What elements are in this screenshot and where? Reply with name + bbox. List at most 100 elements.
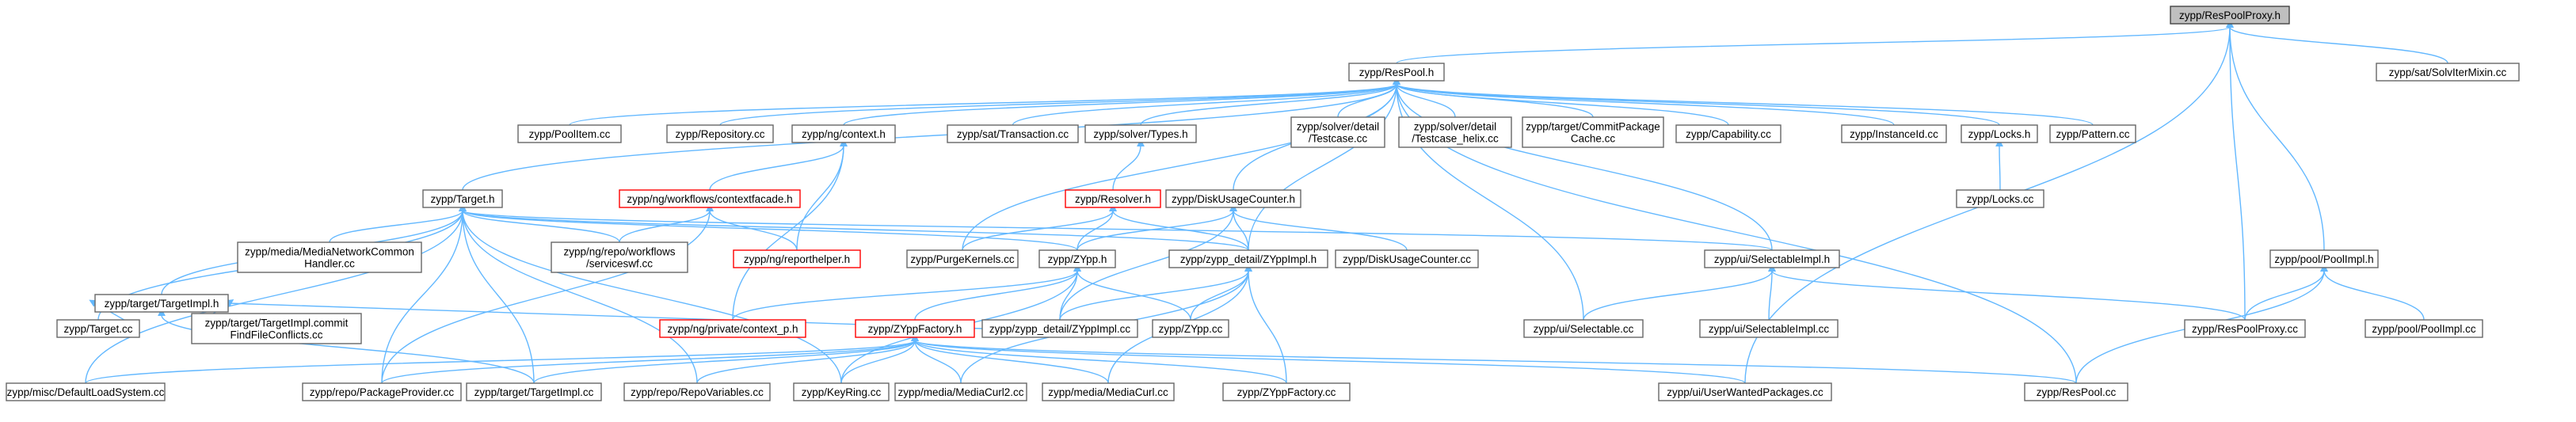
node-poolitem-cc[interactable]: zypp/PoolItem.cc: [517, 124, 622, 143]
node-types-h[interactable]: zypp/solver/Types.h: [1084, 124, 1197, 143]
node-box: [1675, 124, 1781, 143]
node-contextfacade[interactable]: zypp/ng/workflows/contextfacade.h: [619, 189, 801, 208]
node-serviceswf[interactable]: zypp/ng/repo/workflows/serviceswf.cc: [551, 241, 688, 273]
node-resolver-h[interactable]: zypp/Resolver.h: [1065, 189, 1161, 208]
node-box: [1961, 124, 2038, 143]
node-context-p[interactable]: zypp/ng/private/context_p.h: [659, 319, 806, 338]
node-box: [2024, 382, 2128, 401]
node-selectableimpl-h[interactable]: zypp/ui/SelectableImpl.h: [1704, 249, 1840, 268]
edge-zyppfactory_h-includes-zypp_h: [914, 264, 1081, 321]
node-box: [1165, 189, 1301, 208]
node-respool-cc[interactable]: zypp/ResPool.cc: [2024, 382, 2128, 401]
node-repovariables[interactable]: zypp/repo/RepoVariables.cc: [623, 382, 771, 401]
node-targetimpl-h[interactable]: zypp/target/TargetImpl.h: [94, 294, 229, 313]
node-respoolproxy-h[interactable]: zypp/ResPoolProxy.h: [2170, 6, 2290, 25]
edge-transaction_cc-includes-respool_h: [1012, 77, 1400, 126]
node-box: [302, 382, 462, 401]
node-solviter[interactable]: zypp/sat/SolvIterMixin.cc: [2376, 63, 2520, 82]
node-target-cc[interactable]: zypp/Target.cc: [56, 319, 140, 338]
edge-zypp_h-includes-target_h: [459, 203, 1078, 251]
node-targetimpl-commit[interactable]: zypp/target/TargetImpl.commitFindFileCon…: [191, 313, 362, 344]
node-selectable-cc[interactable]: zypp/ui/Selectable.cc: [1523, 319, 1644, 338]
node-box: [551, 241, 688, 273]
node-zyppimpl-cc[interactable]: zypp/zypp_detail/ZYppImpl.cc: [981, 319, 1138, 338]
node-testcase-cc[interactable]: zypp/solver/detail/Testcase.cc: [1290, 116, 1385, 148]
node-label: zypp/media/MediaNetworkCommon: [245, 246, 414, 258]
node-zyppimpl-h[interactable]: zypp/zypp_detail/ZYppImpl.h: [1168, 249, 1328, 268]
node-label: zypp/solver/detail: [1297, 121, 1379, 133]
node-locks-cc[interactable]: zypp/Locks.cc: [1956, 189, 2044, 208]
node-box: [1658, 382, 1832, 401]
edge-poolitem_cc-includes-respool_h: [569, 77, 1400, 126]
node-box: [947, 124, 1079, 143]
node-label: zypp/Repository.cc: [675, 128, 764, 140]
node-box: [666, 124, 774, 143]
node-respool-h[interactable]: zypp/ResPool.h: [1348, 63, 1445, 82]
edge-repovariables-includes-zyppfactory_h: [696, 333, 919, 384]
edge-zyppfactory_cc-includes-zyppfactory_h: [911, 333, 1287, 384]
edge-capability_cc-includes-respool_h: [1393, 77, 1729, 126]
node-box: [2365, 319, 2483, 338]
node-box: [1222, 382, 1351, 401]
node-box: [2376, 63, 2520, 82]
node-keyring-cc[interactable]: zypp/KeyRing.cc: [793, 382, 890, 401]
node-defaultload[interactable]: zypp/misc/DefaultLoadSystem.cc: [6, 382, 166, 401]
node-label: /Testcase_helix.cc: [1412, 133, 1499, 145]
node-testcase-helix[interactable]: zypp/solver/detail/Testcase_helix.cc: [1398, 116, 1512, 148]
node-label: zypp/ng/context.h: [802, 128, 886, 140]
node-box: [1042, 382, 1175, 401]
node-box: [1956, 189, 2044, 208]
node-label: zypp/target/TargetImpl.h: [105, 298, 219, 310]
node-pattern-cc[interactable]: zypp/Pattern.cc: [2049, 124, 2136, 143]
node-context-h[interactable]: zypp/ng/context.h: [791, 124, 896, 143]
node-purgekernels[interactable]: zypp/PurgeKernels.cc: [906, 249, 1019, 268]
node-capability-cc[interactable]: zypp/Capability.cc: [1675, 124, 1781, 143]
node-label: zypp/solver/detail: [1414, 121, 1496, 133]
edge-purgekernels-includes-resolver_h: [962, 203, 1117, 251]
node-poolimpl-h[interactable]: zypp/pool/PoolImpl.h: [2269, 249, 2379, 268]
node-mediacurl[interactable]: zypp/media/MediaCurl.cc: [1042, 382, 1175, 401]
node-zypp-h[interactable]: zypp/ZYpp.h: [1038, 249, 1116, 268]
node-transaction-cc[interactable]: zypp/sat/Transaction.cc: [947, 124, 1079, 143]
node-mediacurl2[interactable]: zypp/media/MediaCurl2.cc: [894, 382, 1027, 401]
node-box: [1335, 249, 1479, 268]
edge-serviceswf-includes-target_h: [459, 203, 620, 243]
node-packageprovider[interactable]: zypp/repo/PackageProvider.cc: [302, 382, 462, 401]
edge-testcase_helix-includes-respool_h: [1393, 77, 1456, 118]
edge-contextfacade-includes-context_h: [709, 139, 848, 191]
node-reporthelper[interactable]: zypp/ng/reporthelper.h: [733, 249, 861, 268]
node-box: [517, 124, 622, 143]
node-diskusage-cc[interactable]: zypp/DiskUsageCounter.cc: [1335, 249, 1479, 268]
node-userwanted[interactable]: zypp/ui/UserWantedPackages.cc: [1658, 382, 1832, 401]
node-selectableimpl-cc[interactable]: zypp/ui/SelectableImpl.cc: [1699, 319, 1839, 338]
node-repository-cc[interactable]: zypp/Repository.cc: [666, 124, 774, 143]
node-target-h[interactable]: zypp/Target.h: [422, 189, 503, 208]
node-zyppfactory-h[interactable]: zypp/ZYppFactory.h: [855, 319, 975, 338]
node-locks-h[interactable]: zypp/Locks.h: [1961, 124, 2038, 143]
edge-zyppimpl_h-includes-resolver_h: [1109, 203, 1249, 251]
node-targetimpl-cc[interactable]: zypp/target/TargetImpl.cc: [466, 382, 602, 401]
node-respoolproxy-cc[interactable]: zypp/ResPoolProxy.cc: [2184, 319, 2306, 338]
edge-zyppfactory_cc-includes-zyppimpl_h: [1244, 264, 1287, 384]
node-zyppfactory-cc[interactable]: zypp/ZYppFactory.cc: [1222, 382, 1351, 401]
edge-respoolproxy_cc-includes-selectableimpl_h: [1768, 264, 2246, 321]
edge-targetimpl_cc-includes-targetimpl_h: [158, 308, 535, 384]
node-label: zypp/ui/UserWantedPackages.cc: [1667, 386, 1823, 398]
node-diskusage-h[interactable]: zypp/DiskUsageCounter.h: [1165, 189, 1301, 208]
edge-selectable_cc-includes-selectableimpl_h: [1583, 264, 1776, 321]
edge-reporthelper-includes-context_h: [796, 139, 848, 251]
node-label: zypp/ResPool.h: [1359, 67, 1435, 78]
node-poolimpl-cc[interactable]: zypp/pool/PoolImpl.cc: [2365, 319, 2483, 338]
node-box: [1523, 319, 1644, 338]
node-label: zypp/repo/PackageProvider.cc: [310, 386, 455, 398]
node-instanceid-cc[interactable]: zypp/InstanceId.cc: [1841, 124, 1947, 143]
node-label: zypp/ZYpp.cc: [1159, 323, 1223, 335]
node-label: zypp/target/TargetImpl.commit: [205, 317, 349, 329]
node-label: zypp/media/MediaCurl2.cc: [897, 386, 1023, 398]
edge-mediacurl-includes-zyppfactory_h: [911, 333, 1109, 384]
node-zypp-cc[interactable]: zypp/ZYpp.cc: [1152, 319, 1229, 338]
node-box: [94, 294, 229, 313]
